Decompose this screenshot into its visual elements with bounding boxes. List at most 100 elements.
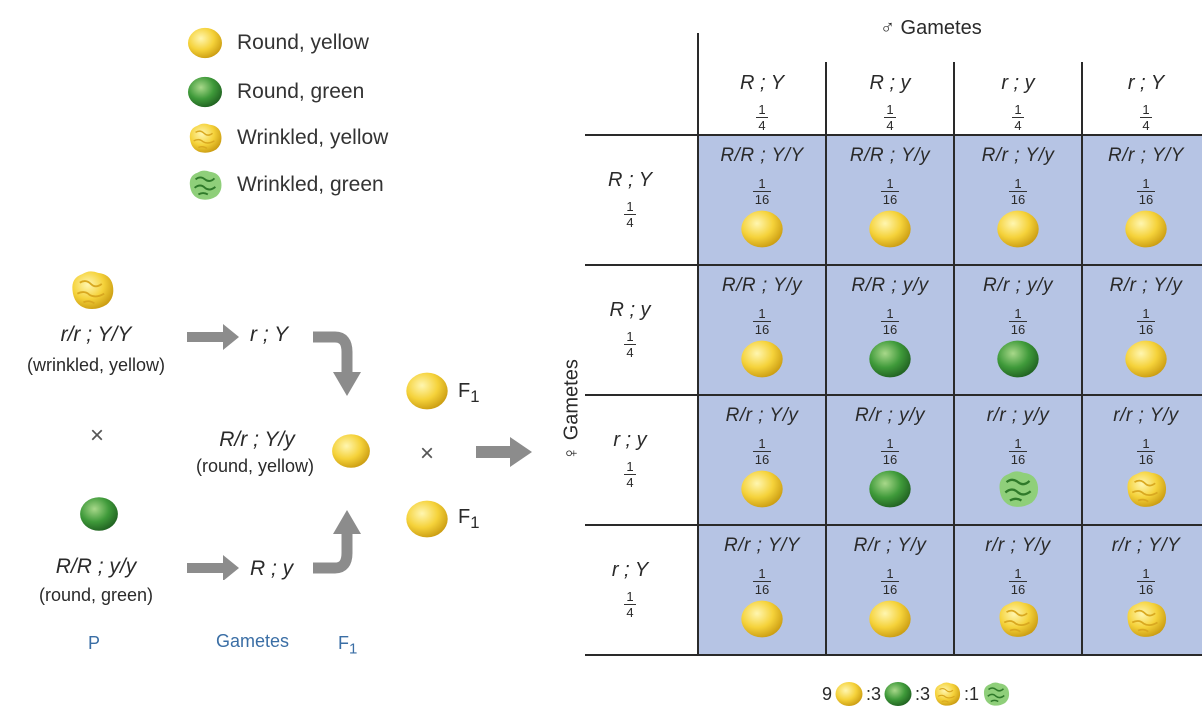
grid-line — [585, 524, 1202, 526]
round-green-pea-icon — [883, 680, 913, 708]
round-yellow-pea-icon — [867, 598, 913, 640]
round-green-pea-icon — [867, 468, 913, 510]
arrow-to-punnett-square — [476, 437, 532, 467]
legend-item-round-yellow: Round, yellow — [185, 25, 369, 61]
offspring-genotype: R/r ; y/y — [983, 275, 1053, 296]
grid-line — [585, 394, 1202, 396]
round-yellow-pea-icon — [739, 208, 785, 250]
arrow-to-gamete-top — [187, 324, 239, 350]
grid-line — [953, 62, 955, 655]
gamete-genotype: r ; Y — [1127, 72, 1165, 94]
grid-line — [585, 264, 1202, 266]
round-yellow-pea-icon — [739, 598, 785, 640]
offspring-genotype: r/r ; Y/Y — [1111, 535, 1181, 556]
f1-label-bottom: F1 — [458, 506, 480, 532]
f1-label-top: F1 — [458, 380, 480, 406]
male-gametes-label: ♂ Gametes — [880, 17, 982, 39]
legend-item-round-green: Round, green — [185, 74, 364, 110]
wrinkled-yellow-pea-icon — [995, 598, 1041, 640]
gamete-genotype: r ; y — [1001, 72, 1035, 94]
offspring-genotype: r/r ; y/y — [986, 405, 1050, 426]
grid-line — [697, 33, 699, 655]
round-yellow-pea-icon — [867, 208, 913, 250]
ratio-count: :3 — [866, 683, 882, 704]
arrow-top-merge — [313, 331, 353, 375]
gamete-genotype: R ; Y — [607, 169, 653, 191]
round-yellow-pea-icon — [185, 26, 225, 60]
round-green-pea-icon — [185, 75, 225, 109]
wrinkled-yellow-pea-icon — [1123, 598, 1169, 640]
legend-label: Round, green — [237, 80, 365, 103]
legend-label: Round, yellow — [237, 31, 369, 54]
offspring-genotype: R/r ; y/y — [855, 405, 925, 426]
wrinkled-yellow-pea-icon — [64, 268, 120, 312]
gamete-arrows — [187, 324, 361, 580]
parent-bottom-phenotype: (round, green) — [38, 585, 154, 605]
female-gametes-label: ♀ Gametes — [560, 359, 583, 461]
ratio-count: 9 — [822, 683, 833, 704]
round-green-pea-icon — [867, 338, 913, 380]
gamete-genotype: R ; y — [869, 72, 911, 94]
offspring-genotype: R/r ; Y/Y — [1108, 145, 1184, 166]
round-yellow-pea-icon — [404, 370, 450, 412]
legend-label: Wrinkled, yellow — [237, 126, 389, 149]
offspring-genotype: R/R ; Y/Y — [720, 145, 804, 166]
parent-bottom-genotype: R/R ; y/y — [55, 555, 137, 578]
parent-top-phenotype: (wrinkled, yellow) — [26, 355, 166, 375]
offspring-genotype: r/r ; Y/y — [985, 535, 1051, 556]
offspring-genotype: R/r ; Y/y — [725, 405, 799, 426]
wrinkled-green-pea-icon — [995, 468, 1041, 510]
f1-genotype: R/r ; Y/y — [219, 428, 295, 451]
wrinkled-green-pea-icon — [981, 680, 1011, 708]
phenotype-ratio: 9:3:3:1 — [822, 680, 1013, 708]
gamete-genotype: r ; y — [613, 429, 647, 451]
offspring-genotype: R/R ; y/y — [851, 275, 929, 296]
arrow-to-gamete-bottom — [187, 555, 239, 580]
round-yellow-pea-icon — [739, 468, 785, 510]
gamete-genotype: r ; Y — [611, 559, 649, 581]
round-yellow-pea-icon — [739, 338, 785, 380]
parent-cross-symbol: × — [90, 422, 105, 449]
stage-label-gametes: Gametes — [216, 631, 290, 651]
round-green-pea-icon — [78, 495, 120, 533]
legend-label: Wrinkled, green — [237, 173, 384, 196]
grid-line — [825, 62, 827, 655]
round-yellow-pea-icon — [834, 680, 864, 708]
round-yellow-pea-icon — [1123, 338, 1169, 380]
offspring-genotype: R/R ; Y/y — [721, 275, 803, 296]
gamete-bottom: R ; y — [250, 557, 294, 580]
offspring-genotype: R/r ; Y/Y — [724, 535, 800, 556]
grid-line — [1081, 62, 1083, 655]
wrinkled-green-pea-icon — [185, 168, 225, 202]
ratio-count: :3 — [915, 683, 931, 704]
